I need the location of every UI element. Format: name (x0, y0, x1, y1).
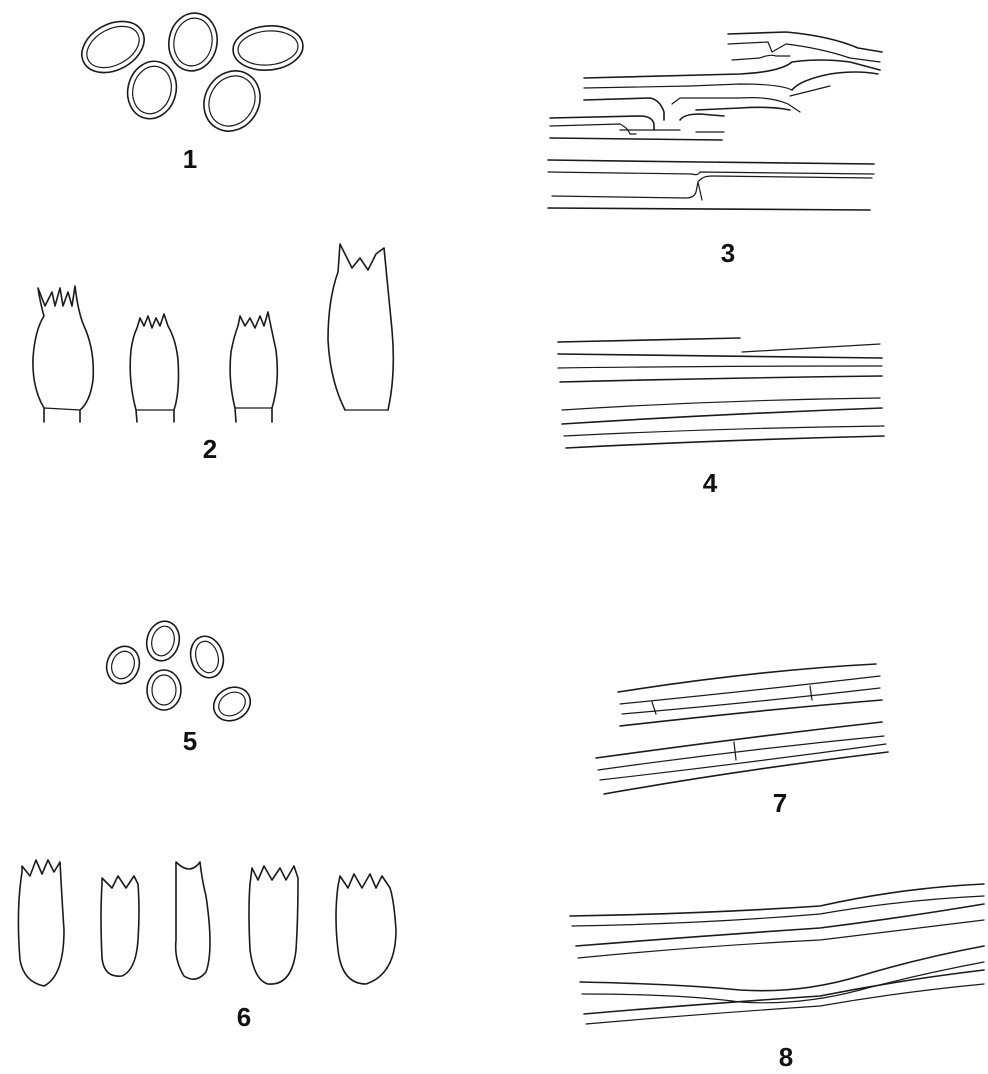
figure-8-hyphae: 8 (570, 884, 984, 1072)
spore (231, 23, 305, 73)
hypha-wall (792, 72, 878, 90)
hypha-wall (600, 744, 886, 780)
hypha-wall (604, 752, 888, 794)
basidium (328, 244, 393, 410)
basidium (176, 862, 210, 979)
figure-5-label: 5 (183, 726, 197, 756)
figure-3-hyphae: 3 (548, 32, 882, 268)
figure-5-spores: 5 (101, 618, 256, 756)
figure-1-label: 1 (183, 144, 197, 174)
spore (193, 61, 271, 142)
hypha-wall (732, 55, 790, 60)
hypha-wall (562, 398, 880, 410)
hypha-wall (560, 376, 882, 382)
hypha-wall (620, 676, 880, 704)
spore (164, 9, 221, 74)
hypha-wall (742, 344, 880, 352)
hypha-wall (790, 86, 830, 96)
figure-4-label: 4 (703, 468, 718, 498)
figure-8-label: 8 (779, 1042, 793, 1072)
spore (147, 670, 181, 710)
hypha-wall (558, 338, 740, 342)
septum (810, 686, 812, 700)
hypha-wall (696, 107, 790, 110)
hypha-wall (620, 700, 882, 726)
hypha-wall (728, 32, 882, 52)
hypha-wall (550, 116, 654, 130)
basidium (249, 866, 298, 984)
hypha-wall (562, 408, 882, 424)
figure-6-basidia: 6 (18, 860, 396, 1032)
hypha-wall (622, 688, 880, 714)
figure-6-label: 6 (237, 1002, 251, 1032)
hypha-wall (550, 124, 636, 134)
hypha-wall (558, 366, 882, 368)
hypha-wall (550, 138, 722, 140)
hypha-wall (618, 664, 876, 692)
hypha-wall (548, 172, 874, 175)
figure-2-label: 2 (203, 434, 217, 464)
hypha-wall (564, 426, 884, 436)
septum (652, 702, 656, 714)
septum (734, 742, 736, 760)
figure-7-label: 7 (773, 788, 787, 818)
figure-1-spores: 1 (73, 9, 305, 174)
spore (101, 642, 144, 689)
basidium-septum (44, 408, 80, 410)
basidium (130, 314, 178, 422)
figure-3-label: 3 (721, 238, 735, 268)
spore (121, 56, 182, 124)
hypha-wall (672, 98, 800, 112)
figure-2-basidia: 2 (33, 244, 393, 464)
basidium (101, 876, 139, 976)
hypha-wall (582, 962, 984, 1003)
septum (698, 182, 702, 200)
hypha-wall (584, 970, 984, 1014)
hypha-wall (598, 736, 884, 770)
hypha-wall (548, 160, 874, 164)
hypha-wall (572, 896, 984, 926)
basidium (230, 312, 277, 422)
figure-7-hyphae: 7 (596, 664, 888, 818)
hypha-wall (584, 84, 792, 90)
hypha-wall (578, 920, 984, 958)
hypha-wall (558, 354, 882, 358)
basidium (33, 286, 93, 422)
spore (186, 633, 228, 682)
figure-4-hyphae: 4 (558, 338, 884, 498)
hypha-wall (566, 436, 884, 448)
hypha-wall (548, 208, 870, 210)
hypha-wall (552, 176, 872, 198)
spore (208, 681, 257, 728)
basidium (18, 860, 64, 986)
hypha-wall (680, 114, 724, 120)
basidium (336, 874, 396, 984)
spore (142, 618, 183, 665)
hypha-wall (584, 60, 880, 78)
